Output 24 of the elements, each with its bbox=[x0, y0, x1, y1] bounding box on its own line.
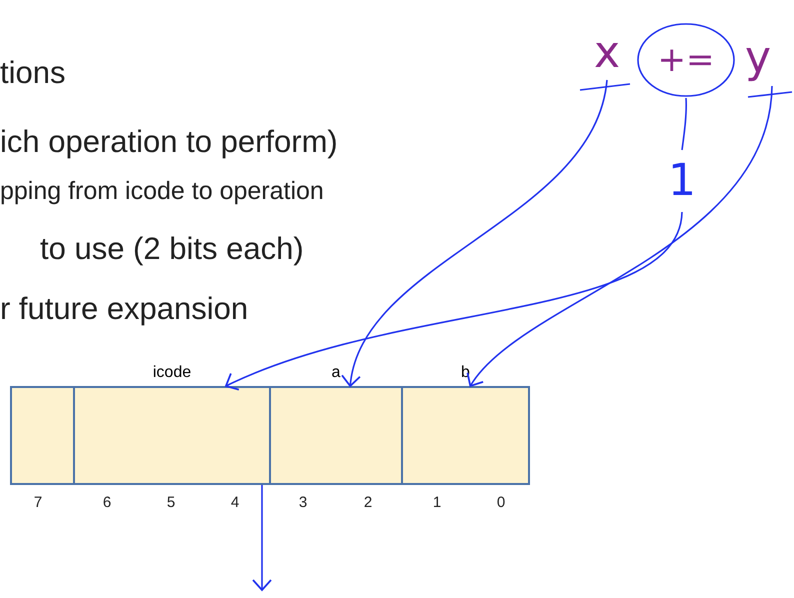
bit-number: 2 bbox=[362, 494, 374, 513]
handwritten-text: 1 bbox=[668, 159, 696, 203]
field-label: icode bbox=[152, 364, 192, 382]
bullet-text: pping from icode to operation bbox=[0, 176, 324, 207]
bit-number: 6 bbox=[102, 494, 112, 513]
handwritten-text: y bbox=[744, 36, 772, 80]
hand-drawn-arrow bbox=[225, 212, 683, 392]
bit-field bbox=[10, 386, 75, 485]
bullet-text: ich operation to perform) bbox=[0, 123, 338, 161]
hand-drawn-arrow bbox=[252, 485, 272, 591]
bit-number: 0 bbox=[496, 494, 506, 513]
bit-number: 5 bbox=[166, 494, 176, 513]
field-label: a bbox=[330, 364, 342, 382]
bit-number: 1 bbox=[432, 494, 442, 513]
hand-drawn-arrow bbox=[468, 86, 773, 387]
handwritten-text: x bbox=[594, 31, 620, 75]
bullet-text: r future expansion bbox=[0, 290, 248, 328]
bit-number: 3 bbox=[298, 494, 308, 513]
bullet-text: to use (2 bits each) bbox=[40, 230, 304, 268]
bullet-text: tions bbox=[0, 54, 66, 92]
bit-number: 7 bbox=[32, 494, 44, 513]
circled-operator: += bbox=[636, 22, 736, 98]
bit-number: 4 bbox=[230, 494, 240, 513]
hand-drawn-arrow bbox=[342, 80, 608, 387]
